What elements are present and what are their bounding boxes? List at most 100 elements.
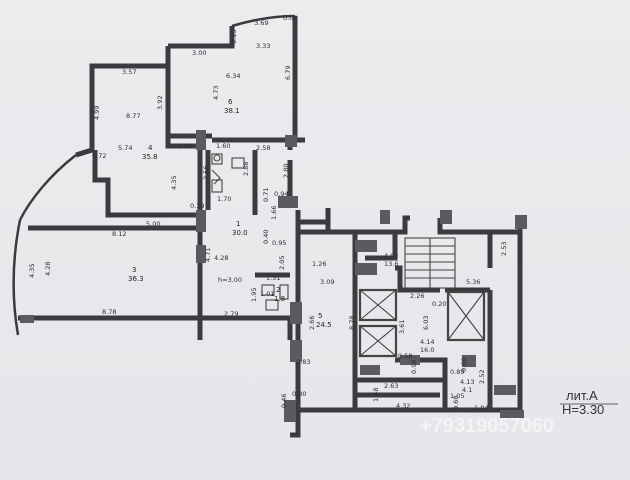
core-labels: 4.92 13.6 2.53 5.36 2.26 0.20 3.61 6.03 … [372,242,508,412]
dim-label: 8.77 [126,112,140,120]
room-number: 4.14 [420,338,434,346]
dim-label: 6.03 [422,316,430,330]
dim-label: 1.60 [216,142,230,150]
room-5-labels: 1.26 3.09 2.66 8.78 0.83 0.80 0.46 5 24.… [280,260,356,408]
dim-label: 2.58 [256,144,270,152]
room-area: 30.0 [232,229,248,237]
dim-label: 1.05 [450,392,464,400]
room-area: 24.5 [316,321,332,329]
dim-label: 3.61 [398,320,406,334]
dim-label: 2.05 [278,256,286,270]
dim-label: 0.60 [460,358,468,372]
dim-label: 1.48 [372,388,380,402]
dim-label: 0.94 [274,190,288,198]
dim-label: 2.79 [224,310,238,318]
dim-label: 0.04 [283,14,297,22]
building-letter-label: лит.А [566,388,598,403]
dim-label: 0.80 [292,390,306,398]
room-area: 16.0 [420,346,434,354]
dim-label: 4.28 [44,262,52,276]
room-6-labels: 3.00 3.69 3.33 6.34 4.73 6.79 0.15 0.04 … [192,14,297,115]
dim-label: 1.04 [474,404,488,412]
dim-label: 0.58 [398,352,412,360]
dim-label: 1.51 [266,274,280,282]
dim-label: 0.95 [272,239,286,247]
room-number: 3 [132,266,136,274]
dim-label: 1.95 [250,288,258,302]
dim-label: 4.32 [396,402,410,410]
room-area: 36.3 [128,275,144,283]
dim-label: 1.26 [312,260,326,268]
dim-label: 3.57 [122,68,136,76]
dim-label: 2.63 [384,382,398,390]
dim-label: 0.72 [92,152,106,160]
dim-label: 3.33 [256,42,270,50]
dim-label: 0.89 [450,368,464,376]
dim-label: 4.35 [170,176,178,190]
dim-label: 0.98 [410,360,418,374]
dim-label: 0.83 [296,358,310,366]
room-1-labels: 0.40 0.95 4.28 4.71 2.05 1 30.0 [204,220,286,270]
stairwell [404,237,456,289]
dim-label: 3.92 [156,96,164,110]
room-number: 4 [148,144,153,152]
dim-label: 5.00 [146,220,160,228]
phone-watermark: +79319057060 [420,415,554,437]
room-number: 2 [276,286,280,294]
dim-label: 2.80 [282,164,290,178]
dim-label: 4.35 [28,264,36,278]
dim-label: 2.66 [308,316,316,330]
dim-label: 4.71 [204,248,212,262]
dim-label: 3.69 [254,19,268,27]
dim-label: 3.09 [320,278,334,286]
structural-columns [20,130,527,422]
dim-label: 2.56 [202,166,210,180]
room-4-labels: 3.57 4.99 8.77 3.92 5.74 0.72 4.35 2.16 … [92,68,192,190]
dim-label: 0.71 [262,188,270,202]
dim-label: 4.99 [93,106,101,120]
dim-label: 1.70 [217,195,231,203]
floor-height-label: Н=3.30 [562,402,604,417]
dim-label: 2.52 [478,370,486,384]
room-area: 35.8 [142,153,158,161]
dim-label: 13.6 [384,260,398,268]
dim-label: 1.01 [260,290,274,298]
dim-label: 8.12 [112,230,126,238]
dim-label: 2.26 [410,292,424,300]
dim-label: 0.60 [452,396,460,410]
exterior-walls [12,14,523,438]
room-2-labels: 1.51 1.95 1.01 2 1.8 [250,274,285,303]
dim-label: 8.78 [348,316,356,330]
dim-label: 1.66 [270,206,278,220]
dim-label: 8.78 [102,308,116,316]
dim-label: 2.53 [500,242,508,256]
room-number: 6 [228,98,233,106]
room-number: 1 [236,220,240,228]
room-3-labels: 8.12 5.00 4.35 4.28 8.78 2.79 3 36.3 h=3… [28,220,242,318]
ceiling-height: h=3.00 [218,276,242,284]
bathroom-fixtures [211,153,289,311]
dim-label: 5.36 [466,278,480,286]
dim-label: 0.40 [262,230,270,244]
dim-label: 6.79 [284,66,292,80]
dim-label: 4.73 [212,86,220,100]
dim-label: 4.28 [214,254,228,262]
dim-label: 6.34 [226,72,240,80]
dim-label: 2.88 [242,162,250,176]
dim-label: 4.92 [384,252,398,260]
room-area: 38.1 [224,107,240,115]
room-area: 4.1 [462,386,472,394]
dim-label: 0.46 [280,394,288,408]
dim-label: 0.39 [190,202,204,210]
room-number: 4.13 [460,378,474,386]
dim-label: 0.15 [230,30,238,44]
wet-zone-labels: 1.60 2.58 2.56 2.88 1.70 0.39 2.80 0.94 … [190,142,290,220]
dim-label: 5.74 [118,144,132,152]
elevator-shafts [358,288,486,358]
dim-label: 2.16 [178,142,192,150]
room-area: 1.8 [274,295,285,303]
dim-label: 3.00 [192,49,206,57]
room-number: 5 [318,312,322,320]
